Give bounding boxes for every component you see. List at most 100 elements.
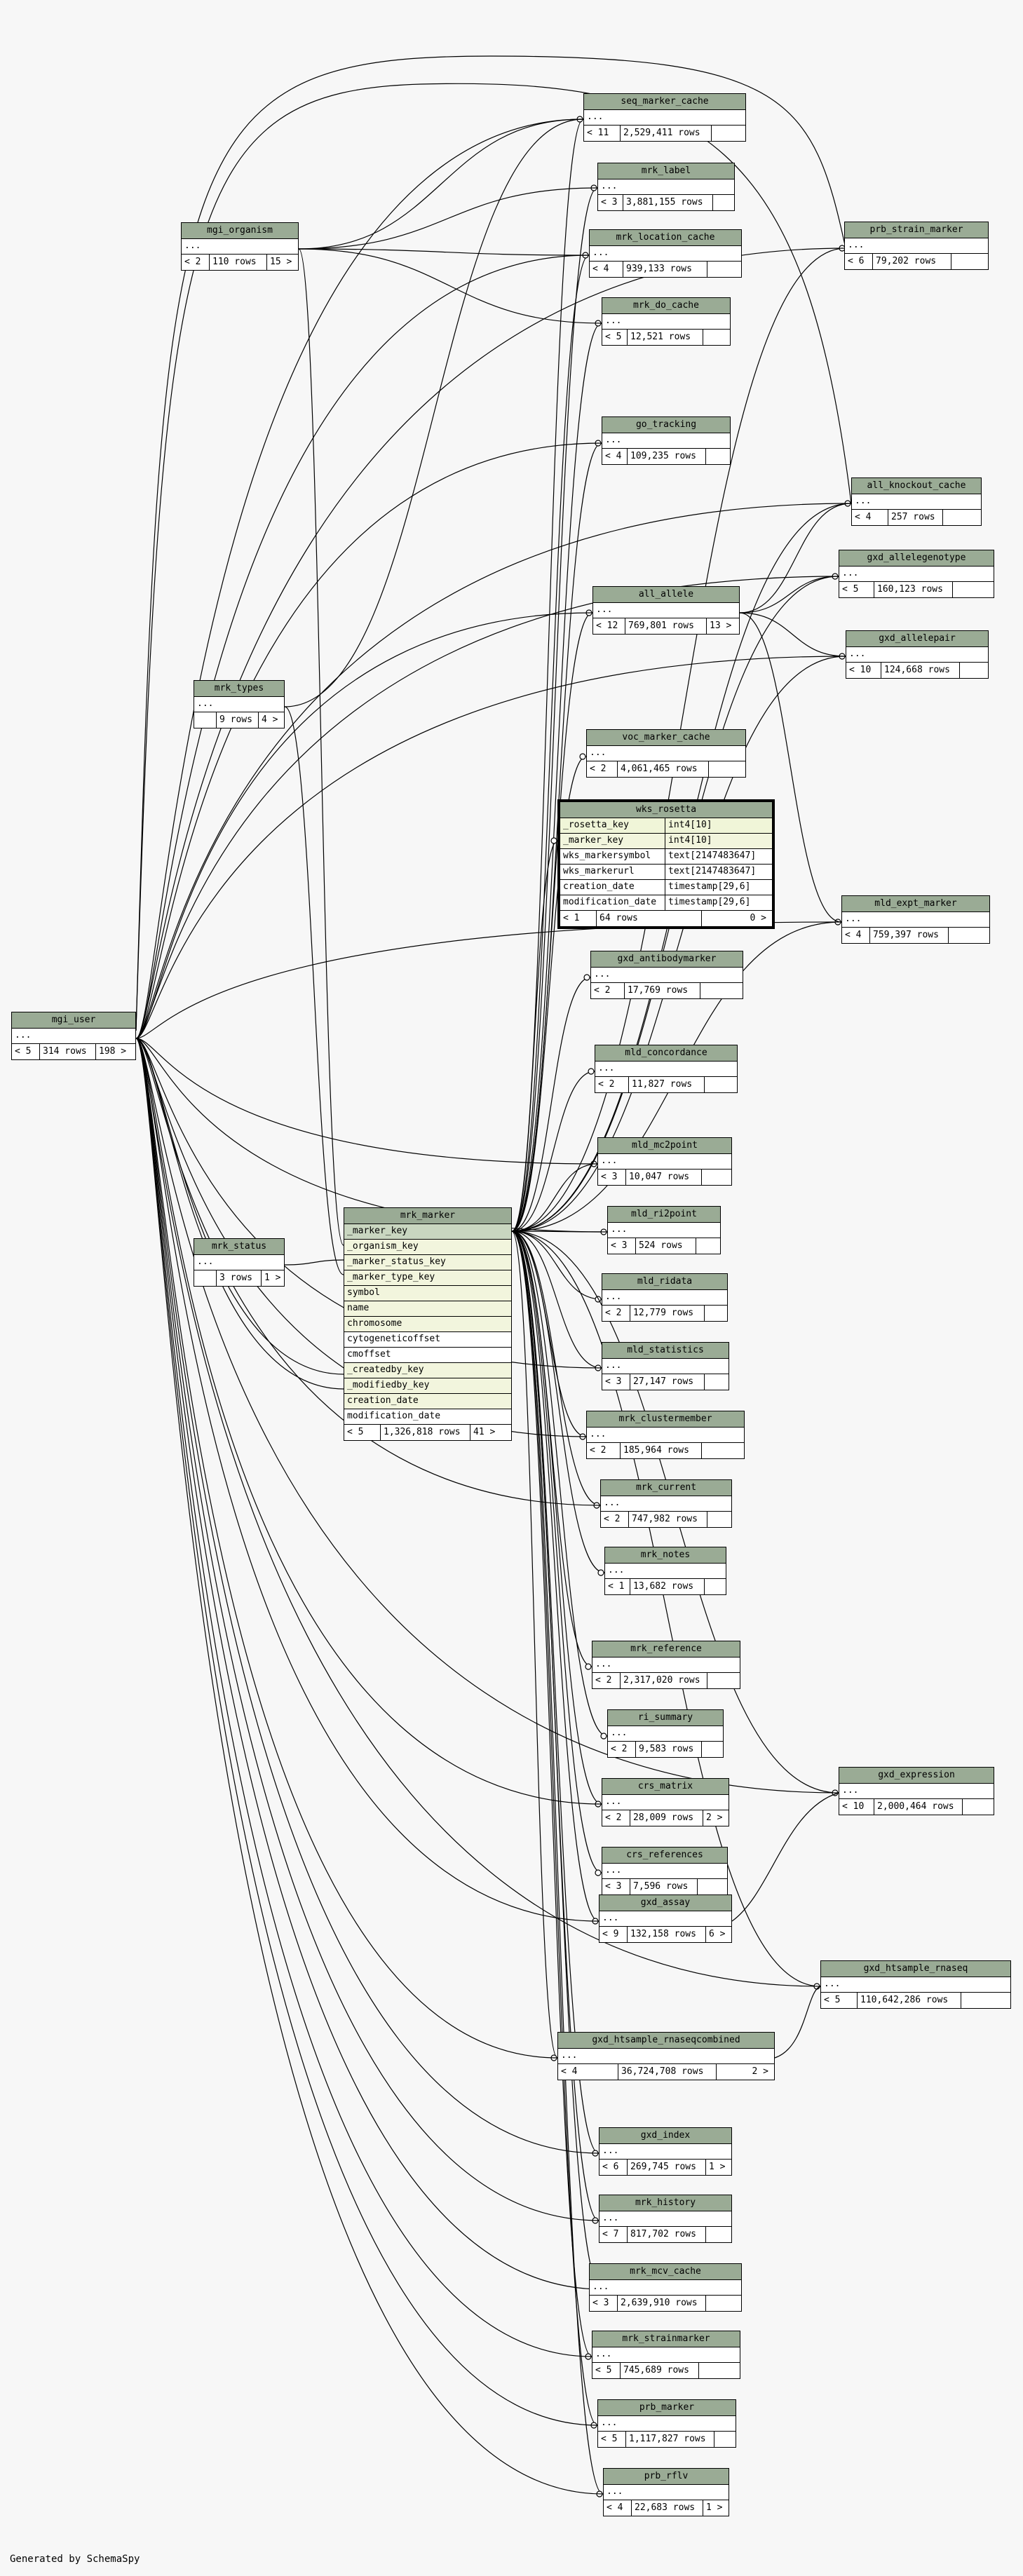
table-title[interactable]: mld_ridata — [602, 1274, 727, 1290]
parents-count[interactable]: < 6 — [599, 2160, 628, 2175]
parents-count[interactable]: < 1 — [560, 911, 597, 926]
children-count[interactable] — [709, 761, 714, 777]
parents-count[interactable] — [194, 1270, 217, 1286]
children-count[interactable]: 0 > — [750, 913, 766, 923]
parents-count[interactable]: < 4 — [602, 449, 628, 464]
children-count[interactable]: 6 > — [709, 1929, 726, 1939]
table-title[interactable]: gxd_index — [599, 2128, 731, 2144]
parents-count[interactable]: < 3 — [608, 1238, 636, 1254]
parents-count[interactable]: < 3 — [602, 1879, 630, 1894]
table-title[interactable]: mld_concordance — [595, 1045, 737, 1062]
children-count[interactable] — [699, 2363, 705, 2378]
parents-count[interactable]: < 5 — [821, 1993, 858, 2008]
table-title[interactable]: mrk_do_cache — [602, 298, 730, 314]
table-title[interactable]: wks_rosetta — [560, 802, 772, 818]
table-title[interactable]: mld_ri2point — [608, 1207, 720, 1223]
table-title[interactable]: mrk_reference — [592, 1641, 740, 1658]
table-title[interactable]: mrk_marker — [344, 1208, 511, 1224]
table-title[interactable]: ri_summary — [608, 1710, 723, 1726]
parents-count[interactable]: < 2 — [601, 1512, 629, 1527]
column-modification-date[interactable]: modification_date — [344, 1409, 511, 1425]
children-count[interactable] — [713, 195, 719, 210]
children-count[interactable] — [700, 983, 706, 998]
children-count[interactable]: 1 > — [264, 1273, 281, 1283]
parents-count[interactable]: < 3 — [590, 2296, 618, 2311]
children-count[interactable] — [705, 1077, 710, 1092]
parents-count[interactable]: < 2 — [587, 1443, 621, 1458]
children-count[interactable]: 2 > — [752, 2066, 768, 2077]
parents-count[interactable]: < 4 — [590, 262, 623, 277]
parents-count[interactable]: < 5 — [839, 582, 874, 597]
parents-count[interactable]: < 6 — [845, 254, 873, 269]
children-count[interactable] — [707, 1673, 713, 1688]
children-count[interactable] — [961, 1993, 967, 2008]
children-count[interactable]: 1 > — [706, 2502, 723, 2513]
parents-count[interactable]: < 2 — [602, 1810, 630, 1826]
table-title[interactable]: mrk_history — [599, 2195, 731, 2211]
parents-count[interactable]: < 2 — [587, 761, 618, 777]
children-count[interactable]: 13 > — [710, 621, 732, 631]
column-symbol[interactable]: symbol — [344, 1286, 511, 1301]
parents-count[interactable]: < 11 — [584, 126, 621, 141]
table-title[interactable]: gxd_antibodymarker — [591, 951, 743, 968]
column-createdby-key[interactable]: _createdby_key — [344, 1363, 511, 1378]
table-title[interactable]: all_allele — [593, 587, 739, 603]
table-title[interactable]: voc_marker_cache — [587, 730, 745, 746]
table-title[interactable]: gxd_expression — [839, 1768, 994, 1784]
parents-count[interactable]: < 5 — [598, 2432, 626, 2447]
parents-count[interactable]: < 5 — [592, 2363, 621, 2378]
column-marker-type-key[interactable]: _marker_type_key — [344, 1270, 511, 1286]
parents-count[interactable]: < 4 — [842, 928, 870, 943]
parents-count[interactable]: < 9 — [599, 1927, 628, 1942]
parents-count[interactable]: < 5 — [12, 1044, 40, 1059]
parents-count[interactable]: < 3 — [598, 1170, 626, 1185]
parents-count[interactable]: < 2 — [595, 1077, 629, 1092]
table-title[interactable]: gxd_assay — [599, 1895, 731, 1911]
children-count[interactable] — [706, 449, 712, 464]
parents-count[interactable]: < 10 — [846, 663, 881, 678]
children-count[interactable] — [696, 1238, 702, 1254]
column-organism-key[interactable]: _organism_key — [344, 1240, 511, 1255]
children-count[interactable] — [953, 582, 958, 597]
table-title[interactable]: mld_expt_marker — [842, 896, 989, 912]
parents-count[interactable]: < 2 — [591, 983, 625, 998]
children-count[interactable] — [707, 1512, 713, 1527]
parents-count[interactable]: < 4 — [604, 2500, 632, 2516]
table-title[interactable]: crs_matrix — [602, 1779, 729, 1795]
column-name[interactable]: name — [344, 1301, 511, 1317]
children-count[interactable] — [705, 1374, 710, 1390]
children-count[interactable] — [714, 2432, 720, 2447]
children-count[interactable] — [702, 1742, 707, 1757]
column-chromosome[interactable]: chromosome — [344, 1317, 511, 1332]
table-title[interactable]: mrk_mcv_cache — [590, 2264, 741, 2280]
parents-count[interactable]: < 10 — [839, 1799, 874, 1815]
children-count[interactable] — [960, 663, 966, 678]
column-marker-status-key[interactable]: _marker_status_key — [344, 1255, 511, 1270]
parents-count[interactable]: < 2 — [182, 255, 210, 270]
parents-count[interactable]: < 7 — [599, 2227, 628, 2242]
table-title[interactable]: prb_marker — [598, 2400, 736, 2416]
children-count[interactable] — [706, 2296, 712, 2311]
children-count[interactable]: 2 > — [706, 1812, 723, 1823]
